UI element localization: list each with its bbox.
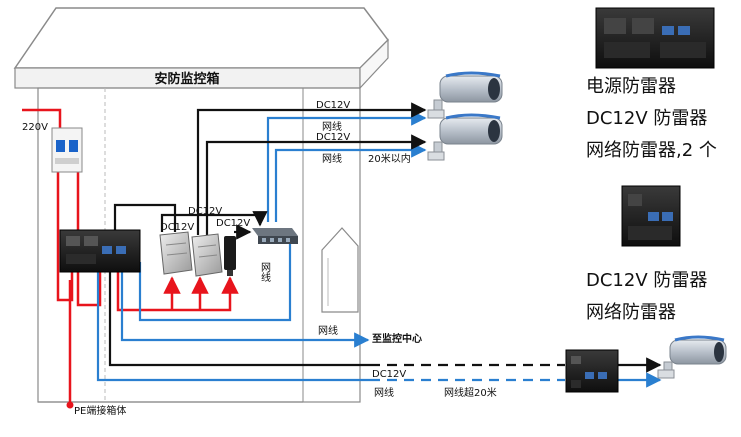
legend-line-3: 网络防雷器,2 个 — [586, 140, 717, 161]
label-switch-net: 网线 — [259, 262, 271, 282]
door-handle — [321, 227, 359, 313]
label-net-top1: 网线 — [322, 120, 342, 133]
power-supply-2 — [191, 233, 223, 277]
label-net-bottom: 网线 — [318, 324, 338, 337]
label-dc12v-psu1: DC12V — [188, 206, 222, 217]
net-switch-to-cam1 — [266, 110, 427, 222]
label-to-center: 至监控中心 — [372, 332, 422, 345]
surge-protector-main — [59, 229, 141, 273]
legend-line-5: 网络防雷器 — [586, 302, 676, 323]
label-dc12v-bottom: DC12V — [372, 369, 406, 380]
camera-2 — [427, 113, 503, 161]
wire-spd-to-psus — [116, 270, 239, 312]
dc-to-cam2 — [205, 134, 427, 235]
net-switch-to-cam2 — [274, 142, 427, 222]
circuit-breaker — [51, 127, 83, 173]
label-within-20m: 20米以内 — [368, 152, 411, 165]
dc-wires — [108, 102, 662, 373]
camera-1 — [427, 71, 503, 119]
pe-node — [66, 401, 74, 409]
dc-to-cam1 — [196, 102, 427, 235]
wire-breaker-to-spd-a — [56, 172, 74, 302]
label-220v: 220V — [22, 122, 48, 133]
label-dc12v-psu2: DC12V — [160, 222, 194, 233]
legend-line-1: 电源防雷器 — [586, 76, 676, 97]
net-switch-down — [138, 242, 292, 322]
power-supply-1 — [159, 231, 193, 275]
wire-220v-in — [22, 108, 62, 130]
dc-adapter — [224, 236, 236, 276]
net-to-center — [120, 262, 370, 348]
dc-bottom-run — [108, 265, 370, 367]
surge-protector-remote — [565, 349, 619, 393]
cabinet-title: 安防监控箱 — [154, 71, 219, 87]
legend-line-2: DC12V 防雷器 — [586, 108, 708, 129]
net-bottom-run — [96, 265, 370, 382]
camera-3 — [657, 335, 727, 379]
network-switch — [252, 228, 298, 244]
legend-device-small — [621, 185, 681, 247]
network-wires — [96, 110, 662, 388]
label-net-bottom2: 网线 — [374, 386, 394, 399]
legend-device-large — [595, 7, 715, 69]
label-dc12v-adapter: DC12V — [216, 218, 250, 229]
legend-line-4: DC12V 防雷器 — [586, 270, 708, 291]
label-net-top2: 网线 — [322, 152, 342, 165]
label-dc12v-top1: DC12V — [316, 100, 350, 111]
label-pe: PE端接箱体 — [74, 404, 126, 417]
cabinet: 安防监控箱 — [13, 7, 389, 403]
label-over-20m: 网线超20米 — [444, 386, 497, 399]
roof-side — [359, 38, 389, 90]
label-dc12v-top2: DC12V — [316, 132, 350, 143]
dc-psu-to-spd — [113, 203, 177, 232]
dc-psu1-to-switch — [160, 211, 268, 232]
cabinet-roof — [13, 7, 389, 69]
